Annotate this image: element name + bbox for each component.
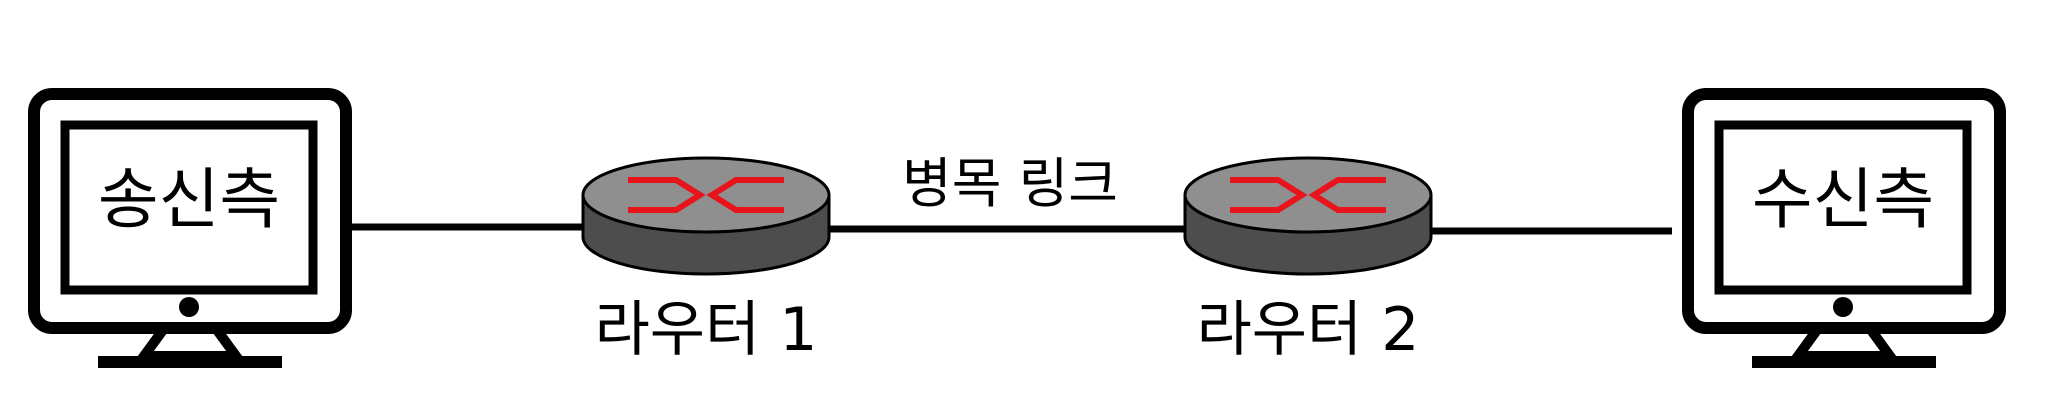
receiver-label: 수신측 <box>1752 161 1934 238</box>
receiver-monitor-icon <box>1682 88 2006 368</box>
router-2-label: 라우터 2 <box>1197 295 1420 365</box>
connections <box>350 223 1672 235</box>
sender-monitor-icon <box>28 88 352 368</box>
bottleneck-link-label: 병목 링크 <box>902 152 1118 215</box>
router-1-label: 라우터 1 <box>595 295 818 365</box>
router-1-icon <box>581 156 831 276</box>
sender-label: 송신측 <box>98 161 280 238</box>
router-2-icon <box>1183 156 1433 276</box>
